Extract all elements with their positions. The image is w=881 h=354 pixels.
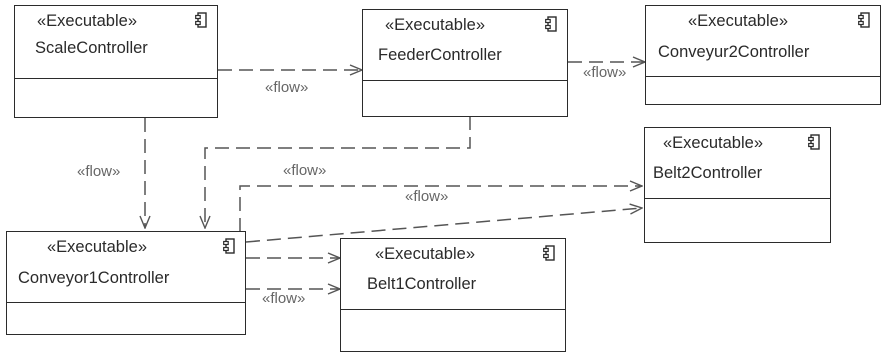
component-conveyor2-controller[interactable]: «Executable» Conveyur2Controller xyxy=(645,5,881,105)
flow-label: «flow» xyxy=(405,188,449,205)
component-name: FeederController xyxy=(378,46,502,64)
stereotype-label: «Executable» xyxy=(663,134,763,152)
stereotype-label: «Executable» xyxy=(37,12,137,30)
flow-label: «flow» xyxy=(583,64,627,81)
component-header xyxy=(645,128,830,199)
component-icon xyxy=(545,16,557,32)
component-scale-controller[interactable]: «Executable» ScaleController xyxy=(14,5,218,118)
flow-label: «flow» xyxy=(283,162,327,179)
stereotype-label: «Executable» xyxy=(375,245,475,263)
flow-label: «flow» xyxy=(77,163,121,180)
edge-conveyor1-to-belt2-diagonal xyxy=(245,208,642,243)
flow-label: «flow» xyxy=(265,79,309,96)
component-belt1-controller[interactable]: «Executable» Belt1Controller xyxy=(340,238,566,352)
edge-feeder-to-conveyor1 xyxy=(205,116,471,228)
component-icon xyxy=(858,12,870,28)
component-name: Conveyur2Controller xyxy=(658,43,810,61)
component-belt2-controller[interactable]: «Executable» Belt2Controller xyxy=(644,127,831,243)
component-icon xyxy=(195,12,207,28)
component-name: Conveyor1Controller xyxy=(18,269,170,287)
edge-conveyor1-to-belt2-upper xyxy=(239,186,642,232)
stereotype-label: «Executable» xyxy=(385,16,485,34)
stereotype-label: «Executable» xyxy=(688,12,788,30)
component-icon xyxy=(223,238,235,254)
component-header xyxy=(15,6,217,79)
component-name: Belt2Controller xyxy=(653,164,763,182)
component-header xyxy=(646,6,880,77)
component-feeder-controller[interactable]: «Executable» FeederController xyxy=(362,9,568,117)
stereotype-label: «Executable» xyxy=(47,238,147,256)
component-name: Belt1Controller xyxy=(367,275,477,293)
component-header xyxy=(7,232,245,303)
component-header xyxy=(341,239,565,310)
component-header xyxy=(363,10,567,81)
flow-label: «flow» xyxy=(262,290,306,307)
component-name: ScaleController xyxy=(35,39,148,57)
component-icon xyxy=(808,134,820,150)
component-icon xyxy=(543,245,555,261)
component-conveyor1-controller[interactable]: «Executable» Conveyor1Controller xyxy=(6,231,246,335)
